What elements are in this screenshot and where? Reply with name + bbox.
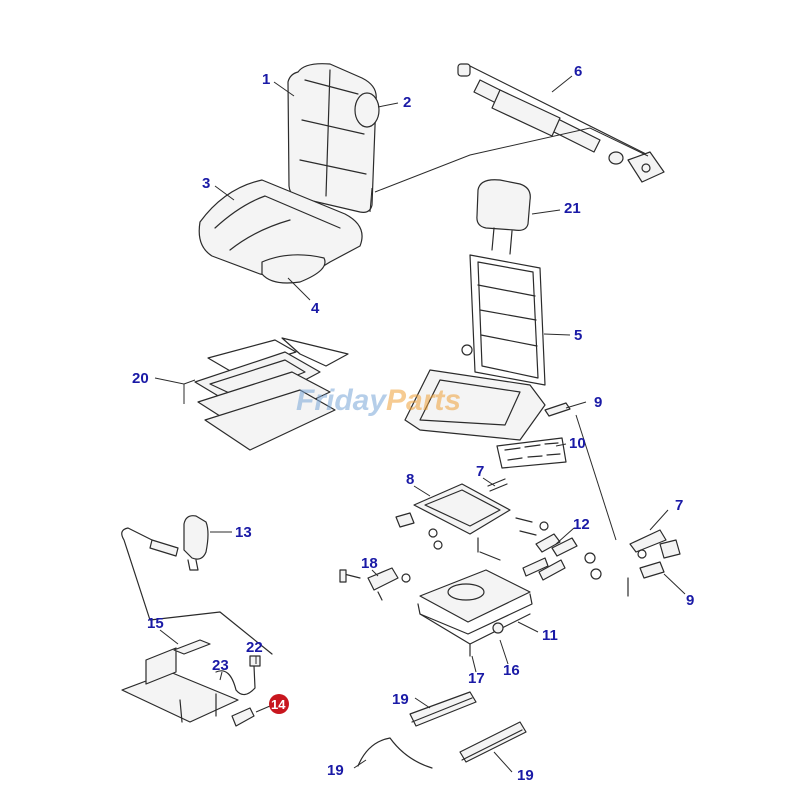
callout-16: 16 bbox=[503, 662, 520, 679]
watermark-part2: Parts bbox=[386, 384, 461, 417]
seat-cushion bbox=[198, 179, 363, 277]
watermark-part1: Friday bbox=[296, 384, 387, 417]
callout-8: 8 bbox=[406, 471, 414, 488]
latch-pad bbox=[627, 561, 665, 597]
shock-dampers bbox=[479, 533, 602, 581]
callout-14-badge: 14 bbox=[269, 694, 289, 714]
callout-22: 22 bbox=[246, 639, 263, 656]
bolt bbox=[487, 478, 508, 492]
callout-7-right: 7 bbox=[675, 497, 683, 514]
callout-21: 21 bbox=[564, 200, 581, 217]
watermark: FridayParts bbox=[296, 384, 461, 417]
callout-23: 23 bbox=[212, 657, 229, 674]
callout-3: 3 bbox=[202, 175, 210, 192]
seat-back-cushion bbox=[287, 63, 377, 213]
callout-7-left: 7 bbox=[476, 463, 484, 480]
lever-clip bbox=[339, 567, 411, 601]
callout-4: 4 bbox=[311, 300, 320, 317]
headrest bbox=[476, 179, 531, 255]
lower-mount-plate bbox=[121, 639, 239, 723]
headrest-pad bbox=[354, 92, 380, 128]
callout-13: 13 bbox=[235, 524, 252, 541]
callout-19-lower: 19 bbox=[517, 767, 534, 784]
callout-20: 20 bbox=[132, 370, 149, 387]
control-lever-grip bbox=[121, 515, 273, 655]
connector bbox=[249, 655, 261, 667]
callout-6: 6 bbox=[574, 63, 582, 80]
callout-10: 10 bbox=[569, 435, 586, 452]
svg-text:FridayParts: FridayParts bbox=[296, 384, 461, 417]
knob bbox=[492, 622, 504, 634]
cushion-foam-stack bbox=[194, 337, 349, 451]
callout-9-upper: 9 bbox=[594, 394, 602, 411]
seat-side-pad bbox=[261, 254, 326, 284]
wire-rod bbox=[357, 737, 433, 769]
slide-rail-upper bbox=[409, 691, 477, 727]
callout-labels: 1 2 3 4 5 6 7 7 8 9 9 10 11 12 13 14 15 … bbox=[132, 63, 694, 784]
mounting-bracket bbox=[395, 483, 549, 553]
seat-frame bbox=[404, 254, 546, 441]
switch-plug bbox=[231, 707, 255, 727]
callout-18: 18 bbox=[361, 555, 378, 572]
callout-9-lower: 9 bbox=[686, 592, 694, 609]
callout-17: 17 bbox=[468, 670, 485, 687]
slide-rail-bar bbox=[544, 402, 571, 417]
leader-lines bbox=[159, 75, 686, 773]
callout-15: 15 bbox=[147, 615, 164, 632]
callout-14: 14 bbox=[271, 697, 286, 712]
slide-rail-lower bbox=[459, 721, 527, 763]
spring-set bbox=[496, 437, 567, 469]
side-latch-bracket bbox=[629, 529, 681, 559]
callout-19-upper: 19 bbox=[392, 691, 409, 708]
callout-1: 1 bbox=[262, 71, 270, 88]
wire-harness bbox=[215, 665, 256, 696]
callout-19-rod: 19 bbox=[327, 762, 344, 779]
callout-11: 11 bbox=[542, 627, 558, 644]
suspension-base bbox=[417, 569, 533, 645]
callout-2: 2 bbox=[403, 94, 411, 111]
callout-12: 12 bbox=[573, 516, 590, 533]
callout-5: 5 bbox=[574, 327, 582, 344]
slide-shaft-assembly bbox=[457, 63, 665, 183]
